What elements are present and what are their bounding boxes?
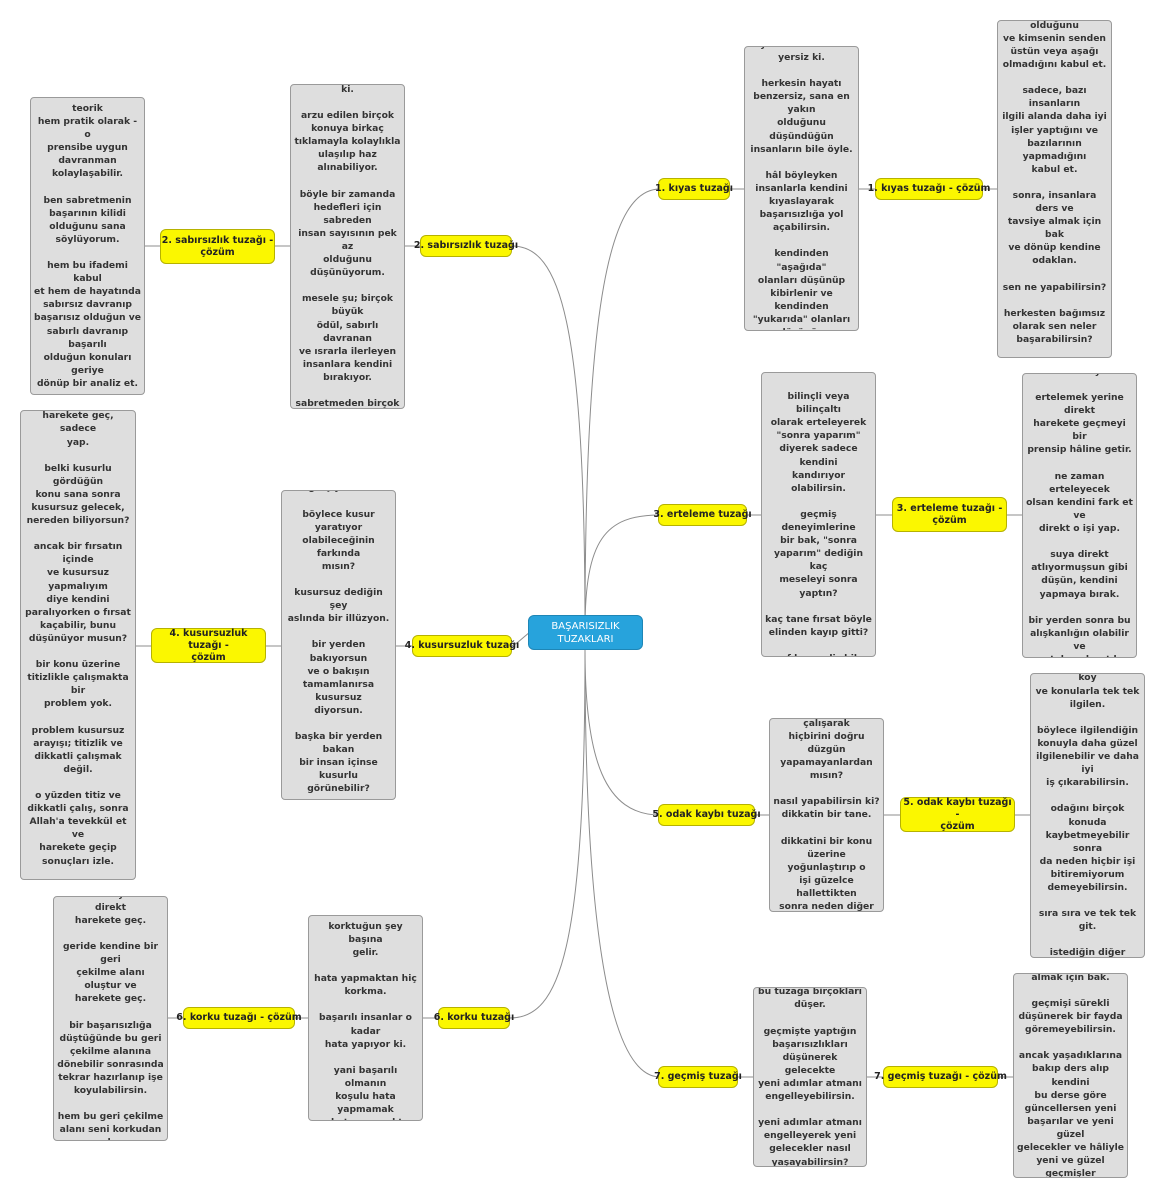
topic-odak-kaybi-tuzagi[interactable]: 5. odak kaybı tuzağı	[652, 804, 761, 826]
note-odak-kaybi-tuzagi: birden fazla işi aynı anda yapmaya çalış…	[769, 718, 884, 912]
solution-kiyas-tuzagi[interactable]: 1. kıyas tuzağı - çözüm	[868, 178, 990, 200]
solution-note-korku-tuzagi: hata yapmaktan korkmak yerine direkt har…	[53, 896, 168, 1141]
topic-kusursuzluk-tuzagi[interactable]: 4. kusursuzluk tuzağı	[405, 635, 519, 657]
topic-korku-tuzagi[interactable]: 6. korku tuzağı	[434, 1007, 514, 1029]
solution-korku-tuzagi[interactable]: 6. korku tuzağı - çözüm	[176, 1007, 302, 1029]
solution-gecmis-tuzagi[interactable]: 7. geçmiş tuzağı - çözüm	[874, 1066, 1007, 1088]
topic-kiyas-tuzagi[interactable]: 1. kıyas tuzağı	[655, 178, 733, 200]
solution-note-erteleme-tuzagi: erteledikçe birçok fırsatın kaçtığını an…	[1022, 373, 1137, 658]
solution-note-odak-kaybi-tuzagi: her şeyi bir anda yapma isteğini bir ken…	[1030, 673, 1145, 958]
note-sabirsizlik-tuzagi: özelikle çağımızda sabretmek o kadar zor…	[290, 84, 405, 409]
edge-center-topic6	[509, 649, 586, 1019]
solution-note-kiyas-tuzagi: herkesin benzersiz bir hayata sahip oldu…	[997, 20, 1112, 358]
edge-center-topic5	[584, 649, 661, 816]
note-kiyas-tuzagi: kendini birileriyle kıyaslaman o kadar y…	[744, 46, 859, 331]
topic-sabirsizlik-tuzagi[interactable]: 2. sabırsızlık tuzağı	[414, 235, 518, 257]
central-topic[interactable]: BAŞARISIZLIK TUZAKLARI	[528, 615, 643, 650]
solution-erteleme-tuzagi[interactable]: 3. erteleme tuzağı - çözüm	[892, 497, 1007, 532]
solution-note-kusursuzluk-tuzagi: kusurlu veya kusursuz düşünme. harekete …	[20, 410, 136, 880]
topic-erteleme-tuzagi[interactable]: 3. erteleme tuzağı	[653, 504, 752, 526]
topic-gecmis-tuzagi[interactable]: 7. geçmiş tuzağı	[654, 1066, 742, 1088]
edge-center-topic2	[511, 245, 586, 631]
solution-note-sabirsizlik-tuzagi: bir prensibi gerçekten anlarsan - hem te…	[30, 97, 145, 395]
edge-center-topic3	[584, 514, 661, 631]
edge-center-topic1	[584, 188, 661, 631]
note-kusursuzluk-tuzagi: her şey mükemmel olsun, kusursuz olsun d…	[281, 490, 396, 800]
edge-center-topic7	[584, 649, 661, 1078]
solution-sabirsizlik-tuzagi[interactable]: 2. sabırsızlık tuzağı - çözüm	[160, 229, 275, 264]
solution-note-gecmis-tuzagi: artık geçmişe ders almak için bak. geçmi…	[1013, 973, 1128, 1178]
solution-kusursuzluk-tuzagi[interactable]: 4. kusursuzluk tuzağı - çözüm	[151, 628, 266, 663]
solution-odak-kaybi-tuzagi[interactable]: 5. odak kaybı tuzağı - çözüm	[900, 797, 1015, 832]
note-erteleme-tuzagi: erteleyerek başarılı olduğunu sanan birç…	[761, 372, 876, 657]
note-korku-tuzagi: korku... korktuğun şey başına gelir. hat…	[308, 915, 423, 1121]
note-gecmis-tuzagi: bu tuzağa birçokları düşer. geçmişte yap…	[753, 987, 867, 1167]
